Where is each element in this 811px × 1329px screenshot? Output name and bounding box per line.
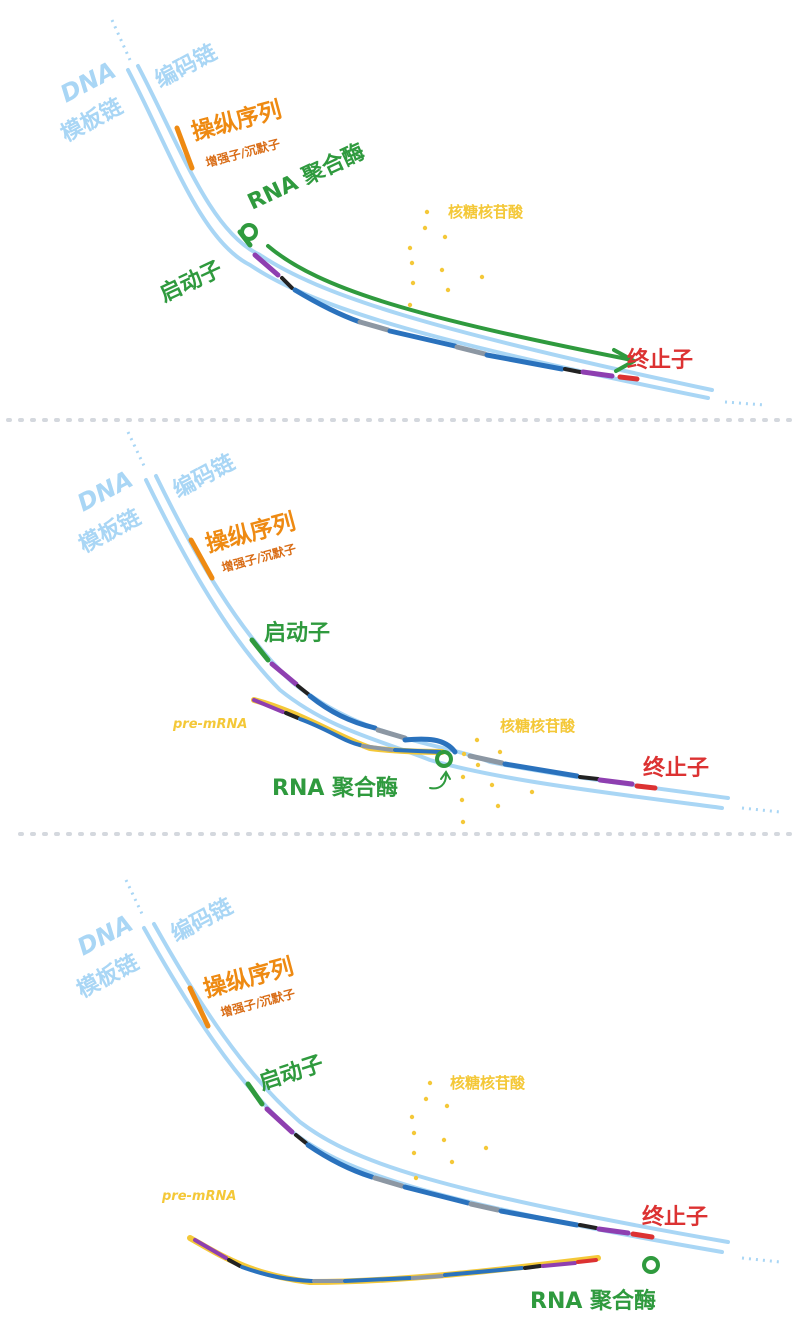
label-nucleotides: 核糖核苷酸 (448, 203, 524, 221)
dna-dotted-top (124, 879, 146, 919)
gene-segment (240, 1265, 314, 1283)
pre-mrna-strand (251, 697, 445, 755)
black-mark (563, 367, 582, 374)
transcription-arrow (266, 244, 634, 362)
exon-mark (193, 1238, 228, 1260)
label-coding: 编码链 (151, 39, 221, 93)
gene-segment (502, 761, 580, 779)
gene-segment (305, 1142, 375, 1180)
label-rna-polymerase: RNA 聚合酶 (530, 1288, 656, 1314)
panel-elongation: DNA 模板链 编码链 操纵序列 增强子/沉默子 启动子 pre-mRNA RN… (73, 431, 781, 825)
label-rna-polymerase: RNA 聚合酶 (272, 775, 398, 801)
black-mark (280, 276, 294, 290)
pointer-arrow (429, 774, 447, 790)
label-pre-mrna: pre-mRNA (172, 717, 247, 732)
intron-segment (357, 319, 391, 333)
gene-segment (402, 1184, 471, 1206)
arrow-head (612, 348, 636, 373)
exon-mark (580, 369, 615, 379)
gene-bubble (402, 736, 458, 755)
intron-segment (375, 727, 408, 741)
pointer-arrow-head (440, 770, 451, 780)
gene-segment (298, 717, 362, 747)
gene-segment (387, 328, 458, 349)
operator-segment (174, 125, 195, 171)
terminator-segment (576, 1258, 598, 1264)
black-mark (294, 1133, 308, 1145)
dna-coding-strand (136, 64, 714, 392)
label-nucleotides: 核糖核苷酸 (450, 1074, 526, 1092)
promoter-segment (245, 1081, 265, 1107)
intron-segment (454, 344, 488, 357)
panel-termination: DNA 模板链 编码链 操纵序列 增强子/沉默子 启动子 核糖核苷酸 pre-m… (73, 879, 781, 1314)
intron-segment (411, 1274, 444, 1280)
intron-segment (361, 744, 394, 752)
terminator-segment (630, 1231, 655, 1240)
terminator-segment (617, 374, 640, 382)
black-mark (227, 1258, 242, 1268)
black-mark (296, 684, 310, 696)
black-mark (578, 1223, 598, 1230)
promoter-segment (249, 637, 271, 663)
black-mark (578, 775, 600, 781)
pre-mrna-backbone (187, 1235, 601, 1286)
label-promoter: 启动子 (156, 256, 227, 307)
terminator-segment (634, 783, 658, 791)
pre-mrna-backbone (251, 697, 445, 755)
dna-dotted-right (741, 1256, 781, 1264)
dna-template-strand (144, 478, 724, 810)
label-pre-mrna: pre-mRNA (161, 1189, 236, 1204)
label-enhancer: 增强子/沉默子 (204, 136, 282, 170)
label-terminator: 终止子 (642, 1204, 708, 1230)
operator-segment (187, 985, 211, 1029)
black-mark (523, 1264, 542, 1270)
gene-segment (393, 748, 442, 754)
panel-initiation: DNA 模板链 编码链 操纵序列 增强子/沉默子 RNA 聚合酶 启动子 核糖核… (56, 19, 766, 407)
operator-segment (188, 537, 215, 581)
gene-segment (484, 352, 565, 372)
nucleotide-dots (407, 209, 485, 308)
exon-mark (596, 1226, 631, 1236)
gene-segment (443, 1266, 524, 1277)
dna-coding-strand (152, 922, 730, 1244)
nucleotide-dots (459, 737, 535, 825)
gene-segment (292, 287, 363, 325)
label-coding: 编码链 (169, 449, 239, 503)
exon-mark (252, 252, 281, 278)
dna-template-strand (126, 68, 710, 400)
label-promoter: 启动子 (264, 620, 330, 646)
exon-mark (269, 661, 299, 687)
label-promoter: 启动子 (256, 1051, 327, 1096)
intron-segment (372, 1175, 405, 1189)
exon-mark (541, 1261, 577, 1268)
gene-segment (498, 1208, 580, 1228)
intron-segment (468, 1201, 501, 1213)
label-terminator: 终止子 (643, 755, 709, 781)
dna-dotted-right (724, 400, 766, 407)
rna-polymerase (240, 223, 258, 241)
label-coding: 编码链 (167, 893, 237, 947)
intron-segment (467, 753, 505, 766)
rna-polymerase (435, 750, 453, 768)
dna-dotted-top (126, 431, 148, 471)
gene-segment (343, 1276, 412, 1283)
exon-mark (252, 698, 285, 714)
label-nucleotides: 核糖核苷酸 (500, 717, 576, 735)
dna-dotted-right (741, 806, 781, 814)
nucleotide-dots (409, 1080, 489, 1181)
label-terminator: 终止子 (627, 347, 693, 373)
rna-polymerase (642, 1256, 660, 1274)
dna-dotted-top (110, 19, 132, 61)
released-pre-mrna (187, 1235, 601, 1286)
exon-mark (597, 777, 635, 787)
gene-segment (307, 693, 378, 731)
exon-mark (264, 1106, 295, 1135)
black-mark (284, 711, 300, 720)
